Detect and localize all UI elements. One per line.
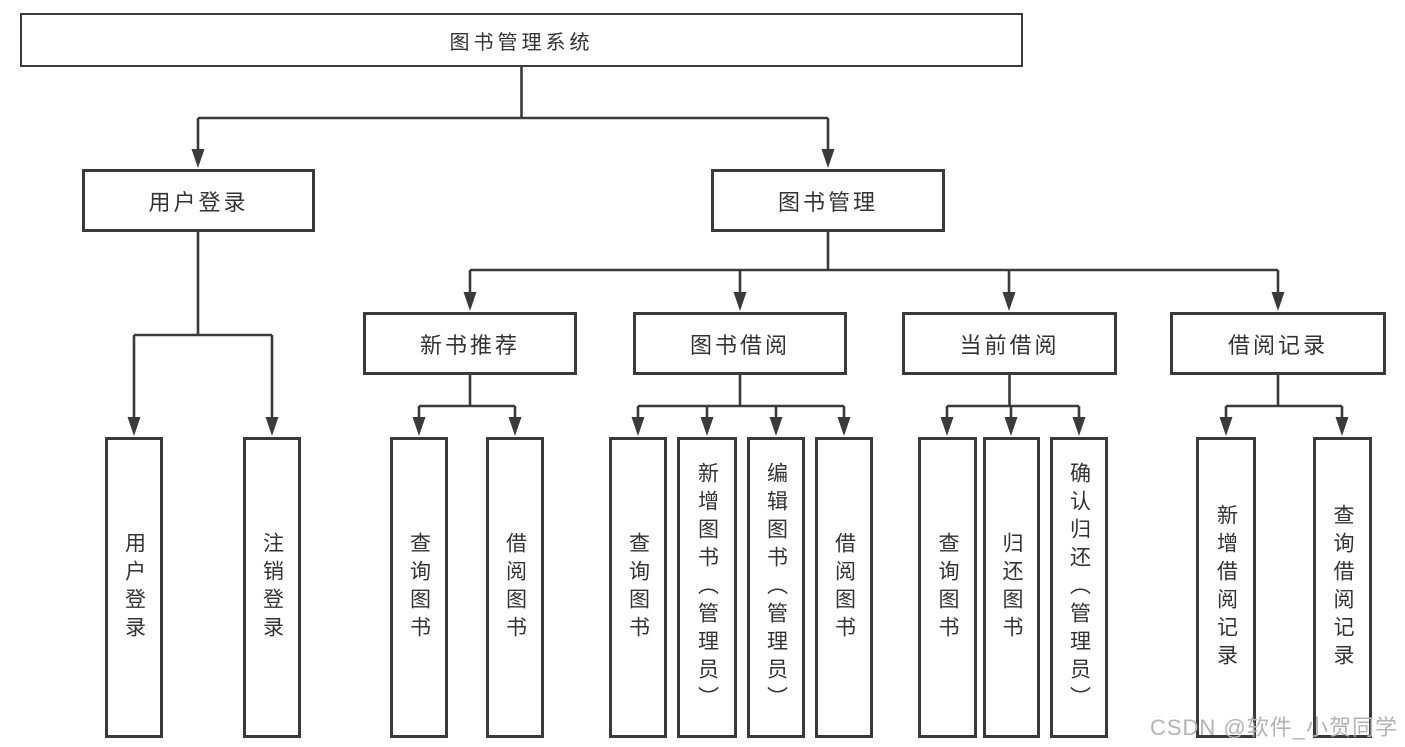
node-current-borrow: 当前借阅 — [902, 312, 1117, 375]
leaf-query-borrow-record: 查询借阅记录 — [1313, 437, 1372, 738]
leaf-logout: 注销登录 — [243, 437, 301, 738]
leaf-current-query-books-label: 查询图书 — [936, 531, 959, 644]
leaf-add-borrow-record-label: 新增借阅记录 — [1214, 503, 1238, 672]
node-user-login: 用户登录 — [82, 169, 315, 232]
leaf-edit-books-admin: 编辑图书（管理员） — [747, 437, 805, 738]
leaf-add-books-admin: 新增图书（管理员） — [677, 437, 737, 738]
leaf-recommend-borrow-books-label: 借阅图书 — [503, 531, 527, 644]
leaf-add-borrow-record: 新增借阅记录 — [1196, 437, 1256, 738]
leaf-current-query-books: 查询图书 — [918, 437, 977, 738]
leaf-confirm-return-admin: 确认归还（管理员） — [1050, 437, 1108, 738]
leaf-logout-label: 注销登录 — [260, 531, 284, 644]
leaf-query-borrow-record-label: 查询借阅记录 — [1331, 503, 1354, 672]
leaf-recommend-borrow-books: 借阅图书 — [486, 437, 544, 738]
leaf-borrow-books: 借阅图书 — [815, 437, 873, 738]
node-book-borrow-label: 图书借阅 — [689, 332, 790, 358]
node-book-management: 图书管理 — [711, 169, 945, 232]
leaf-borrow-books-label: 借阅图书 — [832, 531, 856, 644]
leaf-confirm-return-admin-label: 确认归还（管理员） — [1067, 461, 1091, 714]
leaf-user-login-label: 用户登录 — [122, 531, 146, 644]
leaf-recommend-query-books-label: 查询图书 — [407, 531, 431, 644]
node-system-root: 图书管理系统 — [20, 13, 1023, 67]
node-new-book-recommend-label: 新书推荐 — [419, 332, 520, 358]
leaf-borrow-query-books: 查询图书 — [609, 437, 667, 738]
leaf-borrow-query-books-label: 查询图书 — [626, 531, 650, 644]
node-new-book-recommend: 新书推荐 — [363, 312, 577, 375]
csdn-watermark: CSDN @软件_小贺同学 — [1149, 715, 1398, 740]
leaf-return-books: 归还图书 — [983, 437, 1040, 738]
node-borrow-records-label: 借阅记录 — [1227, 332, 1328, 358]
leaf-user-login: 用户登录 — [105, 437, 163, 738]
node-current-borrow-label: 当前借阅 — [959, 332, 1060, 358]
node-user-login-label: 用户登录 — [148, 189, 249, 215]
node-borrow-records: 借阅记录 — [1170, 312, 1386, 375]
leaf-recommend-query-books: 查询图书 — [390, 437, 448, 738]
node-book-borrow: 图书借阅 — [633, 312, 847, 375]
node-system-root-label: 图书管理系统 — [449, 31, 594, 54]
leaf-return-books-label: 归还图书 — [1000, 531, 1023, 644]
leaf-edit-books-admin-label: 编辑图书（管理员） — [764, 461, 788, 714]
leaf-add-books-admin-label: 新增图书（管理员） — [695, 461, 719, 714]
node-book-management-label: 图书管理 — [777, 189, 878, 215]
